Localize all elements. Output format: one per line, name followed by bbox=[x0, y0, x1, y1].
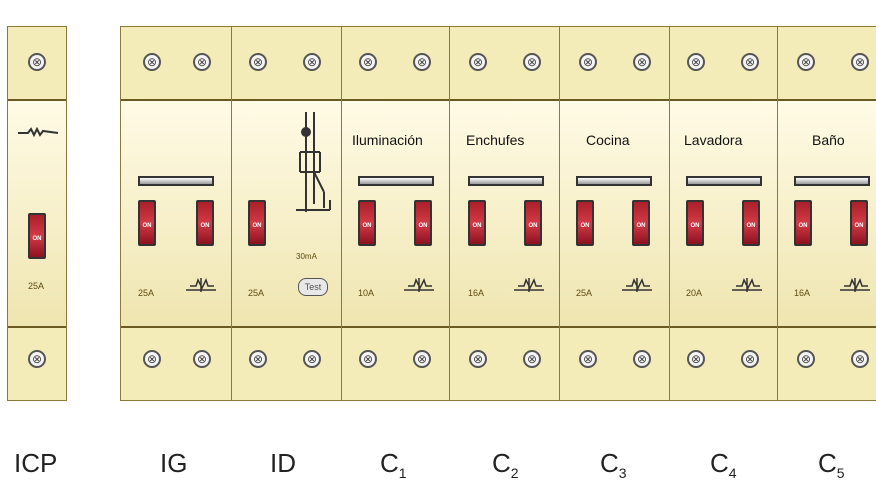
screw-icon: ⊗ bbox=[687, 350, 705, 368]
screw-icon: ⊗ bbox=[523, 350, 541, 368]
module-divider bbox=[669, 27, 670, 400]
screw-icon: ⊗ bbox=[579, 53, 597, 71]
circuit-rating: 16A bbox=[794, 288, 811, 298]
c3-switch-right[interactable]: ON bbox=[632, 200, 650, 246]
screw-icon: ⊗ bbox=[851, 350, 869, 368]
screw-icon: ⊗ bbox=[143, 350, 161, 368]
screw-icon: ⊗ bbox=[469, 350, 487, 368]
icp-module: ⊗ ON 25A ⊗ bbox=[7, 26, 67, 401]
circuit-label-c5: C5 bbox=[818, 448, 845, 482]
trip-icon bbox=[514, 278, 544, 292]
module-divider bbox=[231, 27, 232, 400]
screw-icon: ⊗ bbox=[413, 350, 431, 368]
module-divider bbox=[777, 27, 778, 400]
circuit-rating: 10A bbox=[358, 288, 375, 298]
id-switch[interactable]: ON bbox=[248, 200, 266, 246]
screw-icon: ⊗ bbox=[249, 53, 267, 71]
id-test-button[interactable]: Test bbox=[298, 278, 328, 296]
screw-icon: ⊗ bbox=[28, 53, 46, 71]
ig-label: IG bbox=[160, 448, 188, 478]
trip-icon bbox=[732, 278, 762, 292]
screw-icon: ⊗ bbox=[579, 350, 597, 368]
screw-icon: ⊗ bbox=[741, 350, 759, 368]
id-label: ID bbox=[270, 448, 296, 478]
c2-handle-bar[interactable] bbox=[468, 176, 544, 186]
circuit-name: Baño bbox=[812, 132, 845, 148]
c5-switch-right[interactable]: ON bbox=[850, 200, 868, 246]
module-divider bbox=[559, 27, 560, 400]
screw-icon: ⊗ bbox=[28, 350, 46, 368]
icp-rating: 25A bbox=[28, 281, 45, 291]
ig-switch-left[interactable]: ON bbox=[138, 200, 156, 246]
circuit-name: Iluminación bbox=[352, 132, 423, 148]
trip-icon bbox=[186, 278, 216, 292]
ig-handle-bar[interactable] bbox=[138, 176, 214, 186]
c4-switch-left[interactable]: ON bbox=[686, 200, 704, 246]
trip-icon bbox=[404, 278, 434, 292]
breaker-row: ⊗ ⊗ ⊗ ⊗ ⊗ ⊗ ⊗ ⊗ ⊗ ⊗ ⊗ ⊗ ⊗ ⊗ ⊗ ⊗ ⊗ ⊗ ⊗ ⊗ … bbox=[120, 26, 876, 401]
id-sensitivity: 30mA bbox=[296, 252, 317, 261]
screw-icon: ⊗ bbox=[797, 53, 815, 71]
trip-icon bbox=[840, 278, 870, 292]
c4-switch-right[interactable]: ON bbox=[742, 200, 760, 246]
screw-icon: ⊗ bbox=[193, 53, 211, 71]
c3-handle-bar[interactable] bbox=[576, 176, 652, 186]
screw-icon: ⊗ bbox=[469, 53, 487, 71]
screw-icon: ⊗ bbox=[143, 53, 161, 71]
circuit-name: Cocina bbox=[586, 132, 630, 148]
circuit-name: Enchufes bbox=[466, 132, 525, 148]
ig-switch-right[interactable]: ON bbox=[196, 200, 214, 246]
ig-rating: 25A bbox=[138, 288, 155, 298]
screw-icon: ⊗ bbox=[249, 350, 267, 368]
circuit-label-c3: C3 bbox=[600, 448, 627, 482]
screw-icon: ⊗ bbox=[303, 53, 321, 71]
c1-handle-bar[interactable] bbox=[358, 176, 434, 186]
row-bottom-terminals: ⊗ ⊗ ⊗ ⊗ ⊗ ⊗ ⊗ ⊗ ⊗ ⊗ ⊗ ⊗ ⊗ ⊗ bbox=[121, 326, 876, 400]
icp-bottom-terminal: ⊗ bbox=[8, 326, 66, 400]
screw-icon: ⊗ bbox=[413, 53, 431, 71]
differential-schematic-icon bbox=[296, 112, 331, 212]
screw-icon: ⊗ bbox=[851, 53, 869, 71]
c4-handle-bar[interactable] bbox=[686, 176, 762, 186]
circuit-rating: 25A bbox=[576, 288, 593, 298]
c3-switch-left[interactable]: ON bbox=[576, 200, 594, 246]
module-divider bbox=[449, 27, 450, 400]
screw-icon: ⊗ bbox=[303, 350, 321, 368]
screw-icon: ⊗ bbox=[193, 350, 211, 368]
screw-icon: ⊗ bbox=[797, 350, 815, 368]
trip-icon bbox=[622, 278, 652, 292]
c5-switch-left[interactable]: ON bbox=[794, 200, 812, 246]
circuit-label-c1: C1 bbox=[380, 448, 407, 482]
screw-icon: ⊗ bbox=[741, 53, 759, 71]
c2-switch-left[interactable]: ON bbox=[468, 200, 486, 246]
screw-icon: ⊗ bbox=[359, 53, 377, 71]
c1-switch-right[interactable]: ON bbox=[414, 200, 432, 246]
icp-body: ON 25A bbox=[8, 101, 66, 326]
module-divider bbox=[341, 27, 342, 400]
c1-switch-left[interactable]: ON bbox=[358, 200, 376, 246]
c5-handle-bar[interactable] bbox=[794, 176, 870, 186]
icp-switch[interactable]: ON bbox=[28, 213, 46, 259]
icp-label: ICP bbox=[14, 448, 58, 478]
id-rating: 25A bbox=[248, 288, 265, 298]
screw-icon: ⊗ bbox=[523, 53, 541, 71]
icp-wave-icon bbox=[18, 127, 58, 137]
circuit-rating: 20A bbox=[686, 288, 703, 298]
screw-icon: ⊗ bbox=[633, 53, 651, 71]
screw-icon: ⊗ bbox=[633, 350, 651, 368]
circuit-rating: 16A bbox=[468, 288, 485, 298]
circuit-name: Lavadora bbox=[684, 132, 743, 148]
circuit-label-c2: C2 bbox=[492, 448, 519, 482]
circuit-label-c4: C4 bbox=[710, 448, 737, 482]
screw-icon: ⊗ bbox=[687, 53, 705, 71]
icp-top-terminal: ⊗ bbox=[8, 27, 66, 101]
row-top-terminals: ⊗ ⊗ ⊗ ⊗ ⊗ ⊗ ⊗ ⊗ ⊗ ⊗ ⊗ ⊗ ⊗ ⊗ bbox=[121, 27, 876, 101]
screw-icon: ⊗ bbox=[359, 350, 377, 368]
c2-switch-right[interactable]: ON bbox=[524, 200, 542, 246]
